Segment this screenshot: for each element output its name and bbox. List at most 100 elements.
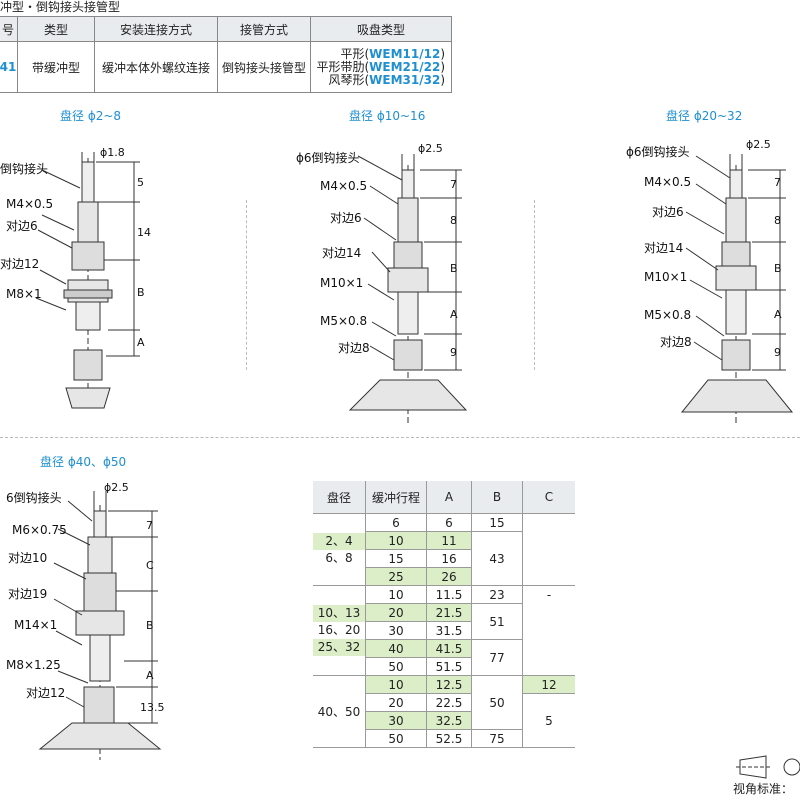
cell-stroke: 25 (365, 567, 427, 586)
cell-c: - (522, 585, 575, 676)
cell-stroke: 10 (365, 531, 427, 550)
d3-callout-3: 对边14 (644, 241, 684, 255)
cell-a: 51.5 (426, 657, 472, 676)
d2-callout-0: ϕ6倒钩接头 (296, 151, 360, 165)
table-row: 40 41.5 77 (313, 639, 575, 676)
projection-symbol-icon (736, 755, 800, 779)
drawing-2-svg: ϕ2.5 7 8 B A 9 (348, 142, 468, 425)
table-row: 30 31.5 (313, 621, 575, 640)
cell-c: 12 (522, 675, 575, 694)
d1-callout-3: 对边12 (0, 257, 40, 271)
d4-callout-6: 对边12 (26, 686, 66, 700)
cell-a: 26 (426, 567, 472, 586)
cell-code: 41 (0, 41, 18, 93)
cell-stroke: 40 (365, 639, 427, 658)
caption-drawing-3: 盘径 ϕ20~32 (666, 109, 743, 123)
cell-a: 6 (426, 513, 472, 532)
view-angle-label: 视角标准： (733, 782, 794, 796)
cell-diameter-group1: 2、4 6、8 (313, 513, 366, 586)
col-type: 类型 (17, 16, 95, 42)
d2-callout-5: M5×0.8 (320, 314, 368, 328)
d4-callout-4: M14×1 (14, 618, 58, 632)
cell-b: 23 (471, 585, 523, 604)
cell-b: 50 (471, 675, 523, 730)
cell-a: 32.5 (426, 711, 472, 730)
cell-stroke: 50 (365, 729, 427, 748)
cell-stroke: 50 (365, 657, 427, 676)
cell-pipe: 倒钩接头接管型 (217, 41, 311, 93)
d2-dim-4: 9 (450, 346, 457, 359)
th-diameter: 盘径 (313, 481, 366, 514)
caption-drawing-1: 盘径 ϕ2~8 (60, 109, 122, 123)
spec-header-table: 号 类型 安装连接方式 接管方式 吸盘类型 41 带缓冲型 缓冲本体外螺纹连接 … (0, 16, 452, 93)
d2-callout-3: 对边14 (322, 246, 362, 260)
drawing-4-svg: ϕ2.5 7 C B A 13.5 (38, 481, 165, 760)
caption-drawing-4: 盘径 ϕ40、ϕ50 (40, 455, 127, 469)
d3-top-dim: ϕ2.5 (746, 140, 771, 151)
d4-callout-1: M6×0.75 (12, 523, 67, 537)
d1-callout-2: 对边6 (6, 219, 38, 233)
d2-callout-2: 对边6 (330, 211, 362, 225)
table-row: 20 21.5 51 (313, 603, 575, 640)
d2-top-dim: ϕ2.5 (418, 142, 443, 155)
d1-dim-0: 5 (137, 176, 144, 189)
cell-b: 77 (471, 639, 523, 676)
d4-callout-3: 对边19 (8, 587, 48, 601)
d1-dim-3: A (137, 336, 145, 349)
drawing-3: ϕ2.5 7 8 B A 9 ϕ6倒钩接头 M4×0.5 对边6 对边14 M1… (610, 138, 800, 430)
d4-callout-5: M8×1.25 (6, 658, 61, 672)
cell-a: 31.5 (426, 621, 472, 640)
vertical-divider-1 (246, 200, 247, 370)
d1-callout-0: 倒钩接头 (0, 162, 49, 176)
cell-stroke: 20 (365, 693, 427, 712)
d3-dim-3: A (774, 308, 782, 321)
d4-dim-1: C (146, 559, 154, 572)
cell-b: 75 (471, 729, 523, 748)
section-title: 冲型・倒钩接头接管型 (0, 0, 121, 14)
cell-diameter-group3: 40、50 (313, 675, 366, 748)
d3-dim-2: B (774, 262, 782, 275)
cell-b: 15 (471, 513, 523, 532)
d4-dim-3: A (146, 669, 154, 682)
vertical-divider-2 (534, 200, 535, 370)
table-row: 50 52.5 75 (313, 729, 575, 748)
cell-mount: 缓冲本体外螺纹连接 (94, 41, 218, 93)
cell-b: 43 (471, 531, 523, 586)
cell-a: 21.5 (426, 603, 472, 622)
th-c: C (522, 481, 575, 514)
cell-a: 11 (426, 531, 472, 550)
cell-type: 带缓冲型 (17, 41, 95, 93)
cell-c: 5 (522, 693, 575, 748)
cell-stroke: 30 (365, 711, 427, 730)
cell-b: 51 (471, 603, 523, 640)
col-pipe: 接管方式 (217, 16, 311, 42)
caption-drawing-2: 盘径 ϕ10~16 (349, 109, 426, 123)
cell-a: 52.5 (426, 729, 472, 748)
d2-dim-2: B (450, 262, 458, 275)
d3-callout-4: M10×1 (644, 270, 688, 284)
drawing-1: ϕ1.8 5 14 B A 倒钩接头 M4×0.5 对边6 对边12 M8×1 (0, 140, 240, 420)
d3-callout-1: M4×0.5 (644, 175, 692, 189)
cell-stroke: 20 (365, 603, 427, 622)
drawing-4: ϕ2.5 7 C B A 13.5 6倒钩接头 M6×0.75 对边10 对边1… (0, 475, 200, 765)
cell-diameter-group2: 10、13 16、20 25、32 (313, 585, 366, 676)
table-row: 50 51.5 (313, 657, 575, 676)
d3-callout-0: ϕ6倒钩接头 (626, 145, 690, 159)
d4-callout-2: 对边10 (8, 551, 48, 565)
drawing-2: ϕ2.5 7 8 B A 9 ϕ6倒钩接头 M4×0.5 对边6 对边14 M1… (290, 140, 510, 430)
cell-stroke: 15 (365, 549, 427, 568)
cell-cup-types: 平形(WEM11/12) 平形带肋(WEM21/22) 风琴形(WEM31/32… (310, 41, 452, 93)
cell-a: 11.5 (426, 585, 472, 604)
table-row: 10 11 43 (313, 531, 575, 586)
cell-stroke: 30 (365, 621, 427, 640)
d1-dim-1: 14 (137, 226, 151, 239)
d3-callout-2: 对边6 (652, 205, 684, 219)
drawing-3-svg: ϕ2.5 7 8 B A 9 (680, 138, 794, 425)
th-a: A (426, 481, 472, 514)
d4-top-dim: ϕ2.5 (104, 481, 129, 494)
col-code: 号 (0, 16, 18, 42)
drawing-1-svg: ϕ1.8 5 14 B A (35, 146, 151, 410)
d3-dim-0: 7 (774, 176, 781, 189)
cell-a: 22.5 (426, 693, 472, 712)
table-row: 10、13 16、20 25、32 10 11.5 23 - (313, 585, 575, 676)
